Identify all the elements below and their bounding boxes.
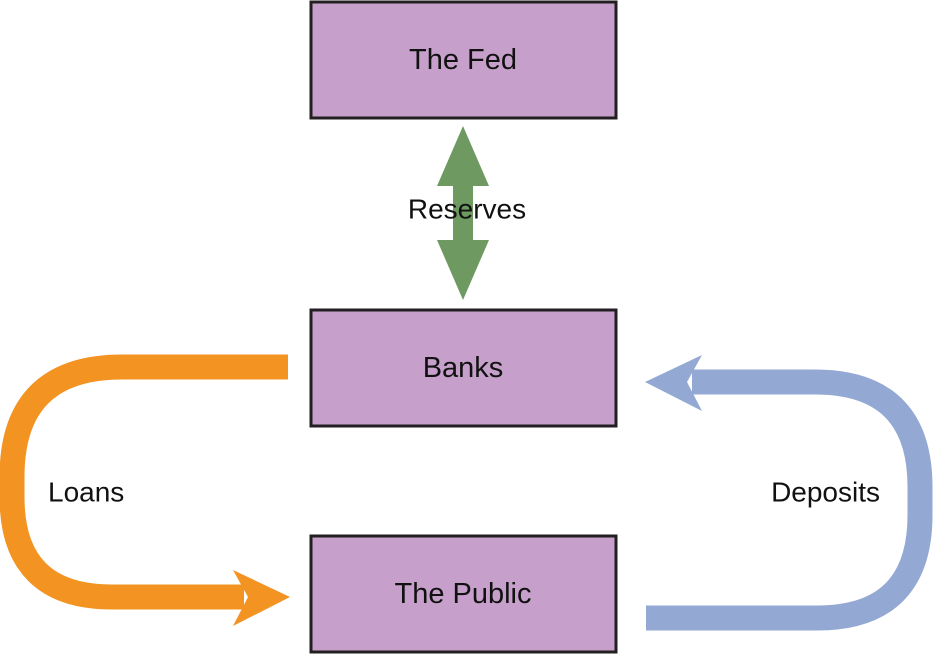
reserves-label: Reserves xyxy=(408,194,526,225)
deposits-arrow xyxy=(646,369,933,631)
deposits-label: Deposits xyxy=(771,477,880,508)
public-node xyxy=(309,534,618,654)
reserves-arrow xyxy=(437,126,489,300)
public-node-label: The Public xyxy=(394,578,531,610)
banks-node xyxy=(309,308,618,428)
banks-node-label: Banks xyxy=(423,352,504,384)
fed-node xyxy=(309,0,618,120)
loans-label: Loans xyxy=(48,477,124,508)
loans-arrow xyxy=(0,354,288,610)
fed-node-label: The Fed xyxy=(409,44,517,76)
loans-arrowhead xyxy=(233,570,290,626)
deposits-arrowhead xyxy=(645,355,702,411)
